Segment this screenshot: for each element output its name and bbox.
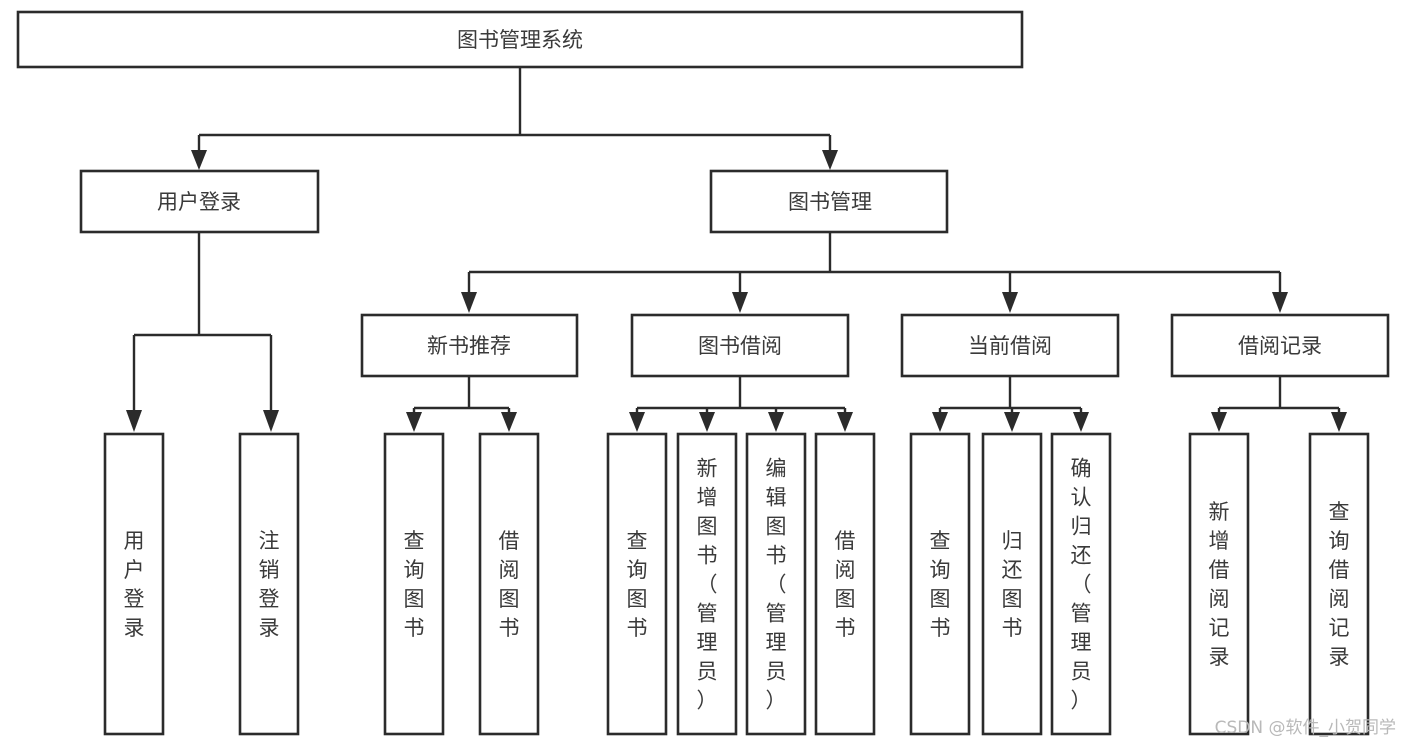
node-root-box[interactable]	[16, 10, 1024, 69]
node-leaf-confirm-return-admin-label: 确认归还（管理员）	[1071, 457, 1092, 713]
arrowhead-leaf-return-book	[1004, 412, 1020, 432]
node-borrow-record-label: 借阅记录	[1238, 334, 1322, 358]
node-current-borrow[interactable]: 当前借阅	[900, 313, 1120, 378]
node-leaf-query-book-borrow-label: 查询图书	[627, 529, 648, 640]
node-leaf-add-book-admin-label: 新增图书（管理员）	[697, 457, 718, 713]
node-current-borrow-label: 当前借阅	[968, 334, 1052, 358]
node-book-manage-label: 图书管理	[788, 190, 872, 214]
node-leaf-add-borrow-record-box[interactable]	[1188, 432, 1250, 736]
node-current-borrow-box[interactable]	[900, 313, 1120, 378]
node-leaf-user-login-label: 用户登录	[124, 529, 145, 640]
node-root-label: 图书管理系统	[457, 28, 583, 52]
node-leaf-query-book-cur[interactable]: 查询图书	[909, 432, 971, 736]
arrowhead-book-borrow	[732, 292, 748, 313]
node-user-login[interactable]: 用户登录	[79, 169, 320, 234]
node-leaf-borrow-book-rec-label: 借阅图书	[499, 529, 520, 640]
leaf-node-layer: 用户登录 注销登录 查询图书 借阅图书 查询图书 新增图书（管理员） 编辑图书（管理员） 借阅…	[103, 432, 1370, 736]
arrowhead-current-borrow	[1002, 292, 1018, 313]
node-leaf-add-borrow-record[interactable]: 新增借阅记录	[1188, 432, 1250, 736]
arrowhead-leaf-add-book-admin	[699, 412, 715, 432]
arrowhead-leaf-logout	[263, 410, 279, 432]
node-new-book-rec[interactable]: 新书推荐	[360, 313, 579, 378]
node-leaf-add-book-admin-box[interactable]	[676, 432, 738, 736]
node-new-book-rec-box[interactable]	[360, 313, 579, 378]
node-leaf-query-borrow-record-box[interactable]	[1308, 432, 1370, 736]
node-leaf-edit-book-admin[interactable]: 编辑图书（管理员）	[745, 432, 807, 736]
node-book-manage[interactable]: 图书管理	[709, 169, 949, 234]
node-leaf-query-book-borrow-box[interactable]	[606, 432, 668, 736]
node-new-book-rec-label: 新书推荐	[427, 334, 511, 358]
node-book-borrow-box[interactable]	[630, 313, 850, 378]
arrowhead-leaf-user-login	[126, 410, 142, 432]
node-leaf-query-book-borrow[interactable]: 查询图书	[606, 432, 668, 736]
node-leaf-return-book-label: 归还图书	[1002, 529, 1023, 640]
node-user-login-box[interactable]	[79, 169, 320, 234]
node-leaf-add-book-admin[interactable]: 新增图书（管理员）	[676, 432, 738, 736]
node-leaf-borrow-book-rec-box[interactable]	[478, 432, 540, 736]
arrowhead-user-login	[191, 150, 207, 170]
arrowhead-borrow-record	[1272, 292, 1288, 313]
node-root[interactable]: 图书管理系统	[16, 10, 1024, 69]
arrowhead-new-book-rec	[461, 292, 477, 313]
node-leaf-confirm-return-admin[interactable]: 确认归还（管理员）	[1050, 432, 1112, 736]
node-leaf-query-book-rec-label: 查询图书	[404, 529, 425, 640]
arrowhead-leaf-query-book-rec	[406, 412, 422, 432]
node-leaf-user-login[interactable]: 用户登录	[103, 432, 165, 736]
node-book-manage-box[interactable]	[709, 169, 949, 234]
node-leaf-logout-label: 注销登录	[259, 529, 280, 640]
node-user-login-label: 用户登录	[157, 190, 241, 214]
arrowhead-leaf-query-book-borrow	[629, 412, 645, 432]
node-leaf-edit-book-admin-box[interactable]	[745, 432, 807, 736]
arrowhead-leaf-query-book-cur	[932, 412, 948, 432]
node-leaf-query-book-cur-box[interactable]	[909, 432, 971, 736]
csdn-watermark: CSDN @软件_小贺同学	[1215, 718, 1396, 738]
arrowhead-leaf-add-borrow-record	[1211, 412, 1227, 432]
node-leaf-borrow-book-label: 借阅图书	[835, 529, 856, 640]
node-leaf-borrow-book[interactable]: 借阅图书	[814, 432, 876, 736]
arrowhead-leaf-borrow-book-rec	[501, 412, 517, 432]
node-borrow-record-box[interactable]	[1170, 313, 1390, 378]
node-leaf-query-book-cur-label: 查询图书	[930, 529, 951, 640]
arrowhead-leaf-query-borrow-record	[1331, 412, 1347, 432]
node-leaf-query-borrow-record[interactable]: 查询借阅记录	[1308, 432, 1370, 736]
node-leaf-logout-box[interactable]	[238, 432, 300, 736]
node-leaf-user-login-box[interactable]	[103, 432, 165, 736]
node-book-borrow-label: 图书借阅	[698, 334, 782, 358]
arrowhead-book-manage	[822, 150, 838, 170]
node-leaf-add-borrow-record-label: 新增借阅记录	[1209, 500, 1230, 669]
arrowhead-leaf-borrow-book	[837, 412, 853, 432]
node-leaf-borrow-book-box[interactable]	[814, 432, 876, 736]
node-borrow-record[interactable]: 借阅记录	[1170, 313, 1390, 378]
node-leaf-query-book-rec-box[interactable]	[383, 432, 445, 736]
node-leaf-return-book[interactable]: 归还图书	[981, 432, 1043, 736]
node-leaf-confirm-return-admin-box[interactable]	[1050, 432, 1112, 736]
connector-layer	[126, 67, 1347, 432]
arrowhead-leaf-edit-book-admin	[768, 412, 784, 432]
node-leaf-return-book-box[interactable]	[981, 432, 1043, 736]
node-leaf-edit-book-admin-label: 编辑图书（管理员）	[766, 457, 787, 713]
node-leaf-logout[interactable]: 注销登录	[238, 432, 300, 736]
node-book-borrow[interactable]: 图书借阅	[630, 313, 850, 378]
node-leaf-query-borrow-record-label: 查询借阅记录	[1329, 500, 1350, 669]
node-leaf-borrow-book-rec[interactable]: 借阅图书	[478, 432, 540, 736]
arrowhead-leaf-confirm-return-admin	[1073, 412, 1089, 432]
node-leaf-query-book-rec[interactable]: 查询图书	[383, 432, 445, 736]
